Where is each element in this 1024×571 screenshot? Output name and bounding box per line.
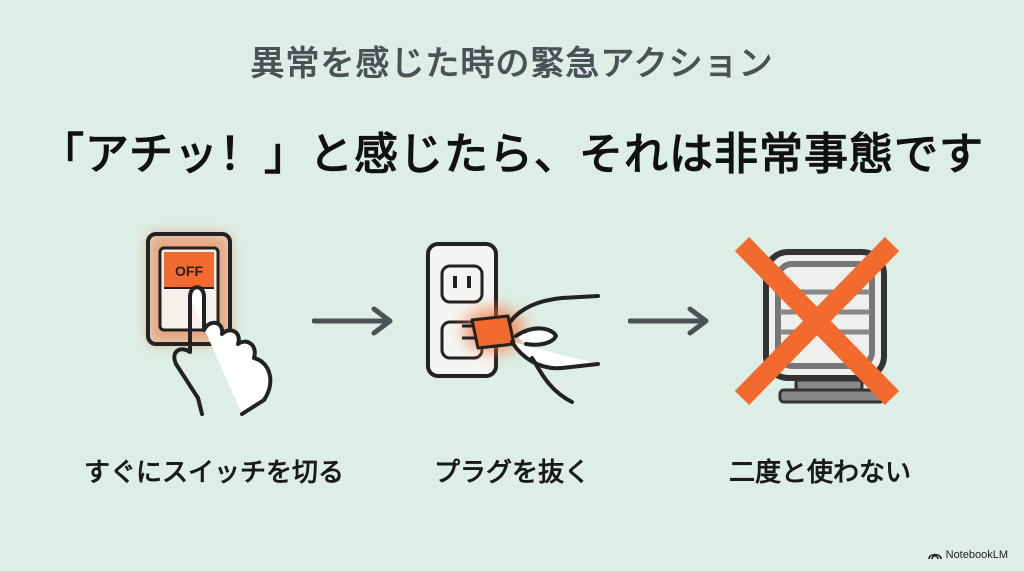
section-subtitle: 異常を感じた時の緊急アクション xyxy=(250,44,774,84)
notebooklm-logo-icon xyxy=(927,553,942,560)
step-label-never-use: 二度と使わない xyxy=(728,458,911,488)
arrow-right-icon xyxy=(628,306,709,336)
unplug-hand-icon xyxy=(426,242,600,404)
arrow-right-icon xyxy=(312,306,393,336)
heater-crossed-out-icon xyxy=(734,237,900,405)
switch-off-text: OFF xyxy=(175,263,203,279)
switch-off-hand-icon: OFF xyxy=(146,232,273,416)
brand-watermark: NotebookLM xyxy=(927,549,1008,561)
page-headline: 「アチッ！」と感じたら、それは非常事態です xyxy=(39,129,985,180)
brand-text: NotebookLM xyxy=(945,549,1008,561)
step-label-switch-off: すぐにスイッチを切る xyxy=(83,458,344,488)
step-label-unplug: プラグを抜く xyxy=(433,458,590,488)
